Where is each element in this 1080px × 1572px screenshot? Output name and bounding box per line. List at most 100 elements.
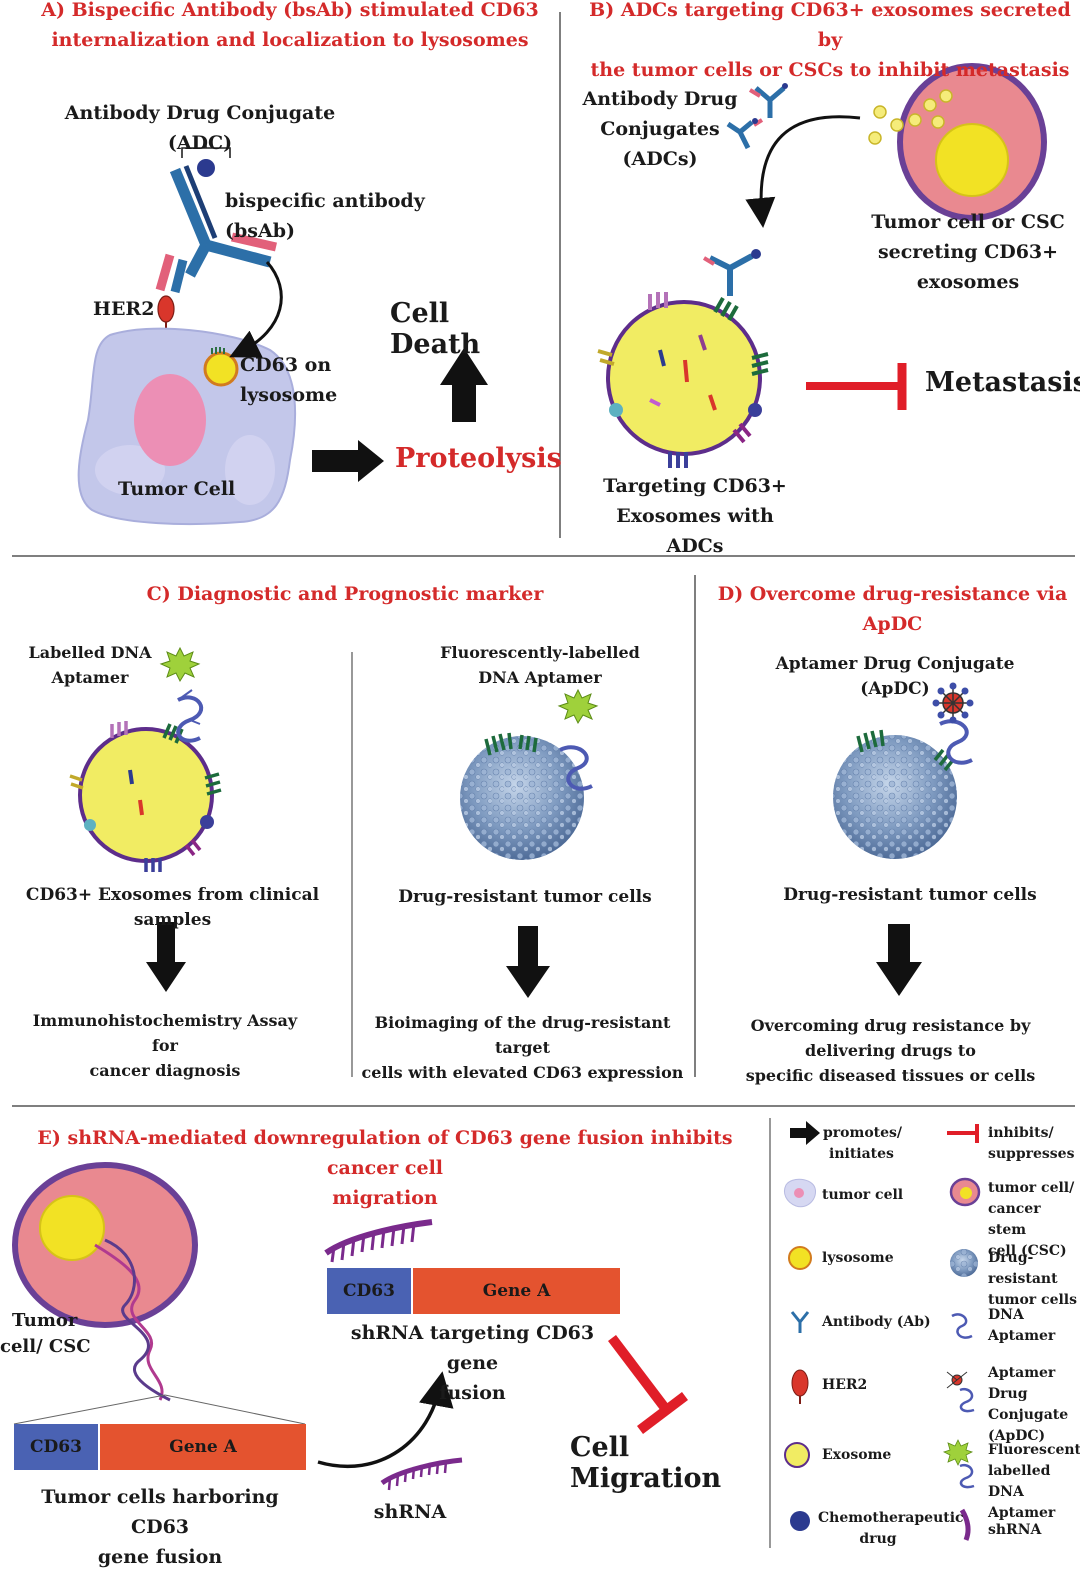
- tumor-e-line1: Tumor: [12, 1310, 78, 1331]
- targeting-line1: Targeting CD63+: [603, 475, 787, 497]
- panel-a-graphics: [77, 140, 488, 526]
- fluorescent-aptamer-label: Fluorescently-labelled DNA Aptamer: [440, 640, 640, 690]
- panel-d-graphics: [833, 682, 974, 996]
- her2-label: HER2: [93, 298, 155, 320]
- legend-inhibits-line1: inhibits/: [988, 1125, 1054, 1141]
- overcoming-line2: specific diseased tissues or cells: [745, 1066, 1036, 1085]
- targeting-line2: Exosomes with ADCs: [616, 505, 774, 557]
- legend-promotes: promotes/ initiates: [823, 1123, 923, 1165]
- panel-e-graphics: [12, 1162, 689, 1491]
- cell-migration-label: Cell Migration: [570, 1432, 722, 1494]
- cell-death-label: Cell Death: [390, 298, 481, 360]
- panel-e-title-line2: migration: [332, 1187, 438, 1209]
- tumor-cell-label: Tumor Cell: [118, 478, 236, 500]
- legend-chemo-line2: drug: [859, 1531, 897, 1547]
- legend-csc: tumor cell/ cancer stem cell (CSC): [988, 1178, 1080, 1262]
- legend-exosome: Exosome: [822, 1447, 892, 1463]
- ihc-assay-result: Immunohistochemistry Assay for cancer di…: [20, 1008, 310, 1083]
- legend-promotes-line2: initiates: [829, 1146, 894, 1162]
- legend-drug-res-line1: Drug-resistant: [988, 1250, 1058, 1287]
- panel-a-title-line2: internalization and localization to lyso…: [51, 29, 529, 51]
- legend-shrna: shRNA: [988, 1522, 1042, 1538]
- legend-dna-line2: Aptamer: [988, 1328, 1056, 1344]
- tumor-csc-line1: Tumor cell or CSC: [871, 211, 1065, 233]
- legend-fl-line2: labelled DNA: [988, 1463, 1051, 1500]
- bsab-label: bispecific antibody (bsAb): [225, 190, 425, 242]
- legend-promotes-line1: promotes/: [823, 1125, 903, 1141]
- panel-b-title-line1: B) ADCs targeting CD63+ exosomes secrete…: [589, 0, 1071, 51]
- apdc-label: Aptamer Drug Conjugate (ApDC): [775, 654, 1015, 699]
- legend-antibody: Antibody (Ab): [822, 1314, 931, 1330]
- legend-fluorescent: Fluorescently- labelled DNA Aptamer: [988, 1440, 1080, 1524]
- drug-resistant-caption-c: Drug-resistant tumor cells: [398, 887, 652, 907]
- drug-resistant-caption-d: Drug-resistant tumor cells: [783, 885, 1037, 905]
- adc-label: Antibody Drug Conjugate (ADC): [64, 102, 336, 154]
- legend-tumor-cell: tumor cell: [822, 1187, 904, 1203]
- legend-csc-line1: tumor cell/: [988, 1180, 1075, 1196]
- tumor-csc-line2: secreting CD63+: [877, 241, 1059, 263]
- metastasis-label: Metastasis: [925, 367, 1080, 398]
- legend-inhibits: inhibits/ suppresses: [988, 1123, 1078, 1165]
- legend-apdc-line1: Aptamer Drug: [988, 1365, 1056, 1402]
- legend-fl-line1: Fluorescently-: [988, 1442, 1080, 1458]
- clinical-samples-caption: CD63+ Exosomes from clinical samples: [25, 885, 320, 930]
- legend-chemo: Chemotherapeutic drug: [818, 1508, 964, 1550]
- legend-dna-aptamer: DNA Aptamer: [988, 1305, 1078, 1347]
- labelled-dna-line1: Labelled DNA: [28, 643, 152, 662]
- bioimaging-result: Bioimaging of the drug-resistant target …: [360, 1010, 685, 1085]
- fluorescent-line2: DNA Aptamer: [478, 668, 602, 687]
- panel-b-graphics: [597, 63, 1047, 468]
- legend-drug-resistant: Drug-resistant tumor cells: [988, 1248, 1080, 1311]
- legend-fl-line3: Aptamer: [988, 1505, 1056, 1521]
- legend-icons: [783, 1121, 981, 1541]
- panel-a-title: A) Bispecific Antibody (bsAb) stimulated…: [20, 0, 560, 55]
- proteolysis-label: Proteolysis: [395, 443, 562, 474]
- bioimaging-line2: cells with elevated CD63 expression: [361, 1063, 684, 1082]
- legend-apdc-line2: Conjugate: [988, 1407, 1069, 1423]
- target-line1: shRNA targeting CD63 gene: [350, 1322, 595, 1374]
- tumor-e-line2: cell/ CSC: [0, 1336, 91, 1357]
- tumor-csc-label-e: Tumor cell/ CSC: [0, 1308, 95, 1360]
- panel-d-title: D) Overcome drug-resistance via ApDC: [717, 583, 1068, 635]
- panel-a-title-line1: A) Bispecific Antibody (bsAb) stimulated…: [41, 0, 539, 21]
- labelled-dna-line2: Aptamer: [51, 668, 129, 687]
- adcs-line3: (ADCs): [622, 148, 698, 170]
- harboring-fusion-label: Tumor cells harboring CD63 gene fusion: [20, 1482, 300, 1572]
- gene-cd63-box-bottom: CD63: [14, 1424, 98, 1470]
- targeting-exosomes-label: Targeting CD63+ Exosomes with ADCs: [585, 471, 805, 561]
- shrna-targeting-label: shRNA targeting CD63 gene fusion: [330, 1318, 615, 1408]
- panel-c-graphics: [69, 646, 599, 998]
- adcs-label: Antibody Drug Conjugates (ADCs): [580, 84, 740, 174]
- labelled-dna-aptamer-label: Labelled DNA Aptamer: [20, 640, 160, 690]
- legend-csc-line3: cell (CSC): [988, 1243, 1067, 1259]
- panel-e-title-line1: E) shRNA-mediated downregulation of CD63…: [37, 1127, 733, 1179]
- target-line2: fusion: [439, 1382, 506, 1404]
- cd63-label-line1: CD63 on: [240, 354, 332, 376]
- tumor-csc-line3: exosomes: [916, 271, 1020, 293]
- bioimaging-line1: Bioimaging of the drug-resistant target: [374, 1013, 671, 1057]
- adcs-line1: Antibody Drug: [582, 88, 738, 110]
- legend-chemo-line1: Chemotherapeutic: [818, 1510, 964, 1526]
- legend-lysosome: lysosome: [822, 1250, 894, 1266]
- legend-csc-line2: cancer stem: [988, 1201, 1041, 1238]
- legend-her2: HER2: [822, 1377, 868, 1393]
- panel-b-title: B) ADCs targeting CD63+ exosomes secrete…: [580, 0, 1080, 85]
- gene-a-box-top: Gene A: [413, 1268, 620, 1314]
- cd63-lysosome-label: CD63 on lysosome: [240, 350, 340, 410]
- overcoming-result: Overcoming drug resistance by delivering…: [703, 1013, 1078, 1088]
- ihc-line2: cancer diagnosis: [89, 1061, 241, 1080]
- harbor-line1: Tumor cells harboring CD63: [41, 1486, 279, 1538]
- legend-apdc-line3: (ApDC): [988, 1428, 1046, 1444]
- panel-c-title: C) Diagnostic and Prognostic marker: [146, 583, 544, 605]
- harbor-line2: gene fusion: [97, 1546, 223, 1568]
- gene-a-box-bottom: Gene A: [100, 1424, 306, 1470]
- legend-apdc: Aptamer Drug Conjugate (ApDC): [988, 1363, 1080, 1447]
- ihc-line1: Immunohistochemistry Assay for: [32, 1011, 298, 1055]
- overcoming-line1: Overcoming drug resistance by delivering…: [750, 1016, 1031, 1060]
- cd63-label-line2: lysosome: [240, 384, 338, 406]
- panel-b-title-line2: the tumor cells or CSCs to inhibit metas…: [590, 59, 1070, 81]
- legend-drug-res-line2: tumor cells: [988, 1292, 1077, 1308]
- panel-e-title: E) shRNA-mediated downregulation of CD63…: [20, 1123, 750, 1213]
- legend-dna-line1: DNA: [988, 1307, 1024, 1323]
